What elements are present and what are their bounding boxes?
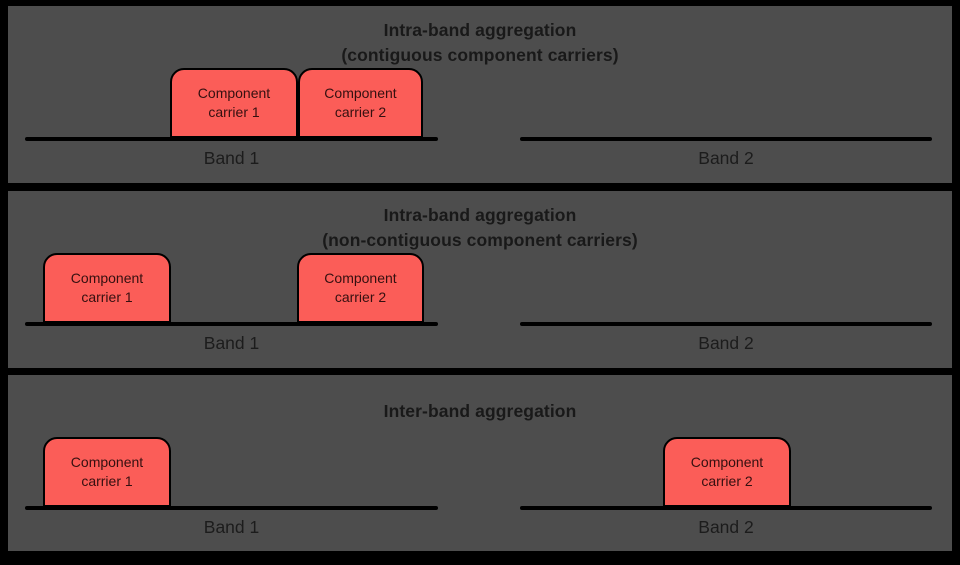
panel-title-line1: Intra-band aggregation xyxy=(383,19,577,40)
carrier-label-line1: Component xyxy=(324,85,397,102)
band-1-line xyxy=(25,137,438,141)
panel-title: Inter-band aggregation xyxy=(8,385,952,439)
carrier-label-line2: carrier 1 xyxy=(81,289,133,305)
carrier-label-line2: carrier 2 xyxy=(334,104,387,120)
band-2-line xyxy=(520,137,932,141)
component-carrier-2-box: Component carrier 2 xyxy=(298,68,423,138)
panel-title-line1: Intra-band aggregation xyxy=(383,204,577,225)
component-carrier-1-box: Component carrier 1 xyxy=(43,253,171,323)
panel-title: Intra-band aggregation (contiguous compo… xyxy=(8,16,952,70)
carrier-label-line1: Component xyxy=(690,454,764,471)
panel-title: Intra-band aggregation (non-contiguous c… xyxy=(8,201,952,255)
band-1-label: Band 1 xyxy=(203,517,260,537)
component-carrier-1-box: Component carrier 1 xyxy=(43,437,171,507)
band-1-line xyxy=(25,506,438,510)
panel-title-line2: (contiguous component carriers) xyxy=(341,45,619,65)
component-carrier-2-box: Component carrier 2 xyxy=(297,253,424,323)
band-2-label: Band 2 xyxy=(698,333,754,353)
band-2-line xyxy=(520,506,932,510)
panel-inter-band: Inter-band aggregation Component carrier… xyxy=(8,375,952,551)
carrier-label-line1: Component xyxy=(324,270,397,287)
carrier-label-line2: carrier 2 xyxy=(701,473,753,489)
band-1-line xyxy=(25,322,438,326)
carrier-label-line2: carrier 1 xyxy=(81,473,133,489)
band-1-label: Band 1 xyxy=(203,333,260,353)
band-2-label: Band 2 xyxy=(698,517,754,537)
carrier-label-line2: carrier 1 xyxy=(208,104,260,120)
panel-title-line1: Inter-band aggregation xyxy=(383,401,577,422)
band-1-label: Band 1 xyxy=(203,148,260,168)
panel-intra-band-non-contiguous: Intra-band aggregation (non-contiguous c… xyxy=(8,191,952,368)
carrier-label-line2: carrier 2 xyxy=(334,289,387,305)
panel-title-line2: (non-contiguous component carriers) xyxy=(322,230,638,250)
panel-intra-band-contiguous: Intra-band aggregation (contiguous compo… xyxy=(8,6,952,183)
carrier-label-line1: Component xyxy=(197,85,271,102)
component-carrier-2-box: Component carrier 2 xyxy=(663,437,791,507)
band-2-label: Band 2 xyxy=(698,148,754,168)
carrier-label-line1: Component xyxy=(70,270,144,287)
carrier-label-line1: Component xyxy=(70,454,144,471)
component-carrier-1-box: Component carrier 1 xyxy=(170,68,298,138)
band-2-line xyxy=(520,322,932,326)
